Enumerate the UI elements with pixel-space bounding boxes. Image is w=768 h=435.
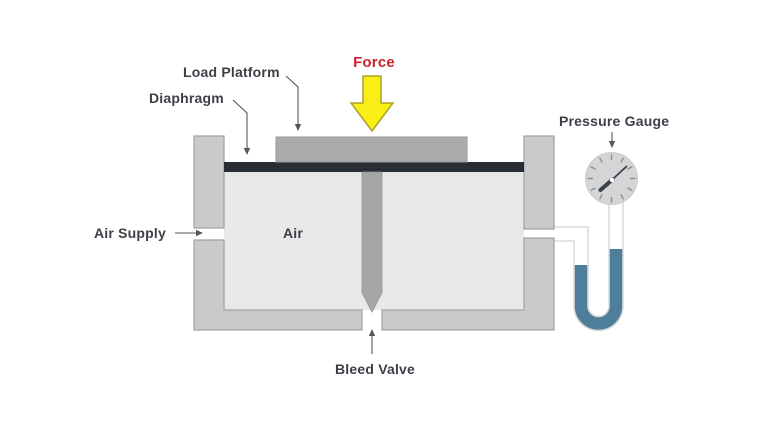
load-platform-arrowhead-icon [294, 124, 302, 131]
pressure-gauge-arrowhead-icon [608, 141, 616, 148]
load-platform-block [275, 136, 468, 163]
leader-lines [175, 75, 616, 354]
diaphragm-arrowhead-icon [243, 148, 251, 155]
gauge-ticks [587, 154, 636, 203]
left-wall-upper [193, 135, 225, 229]
bleed-valve-arrowhead-icon [368, 329, 376, 336]
air-supply-arrowhead-icon [196, 229, 203, 237]
force-arrow-icon [349, 75, 395, 133]
pressure-gauge-label: Pressure Gauge [559, 113, 670, 129]
bleed-valve-rod [361, 171, 383, 313]
right-wall-upper [523, 135, 555, 230]
load-platform-label: Load Platform [183, 64, 280, 80]
diaphragm-membrane [224, 162, 524, 172]
load-platform-leader [285, 75, 299, 125]
diaphragm-label: Diaphragm [149, 90, 224, 106]
pressure-gauge [585, 152, 638, 205]
bleed-valve-label: Bleed Valve [335, 361, 416, 377]
left-bottom-wall [193, 239, 363, 331]
diaphragm-leader [232, 99, 248, 149]
manometer-fluid [574, 249, 623, 330]
gauge-pivot [609, 177, 615, 183]
air-supply-label: Air Supply [94, 225, 167, 241]
force-label: Force [353, 54, 395, 71]
air-label: Air [283, 225, 304, 241]
right-bottom-wall [381, 237, 555, 331]
